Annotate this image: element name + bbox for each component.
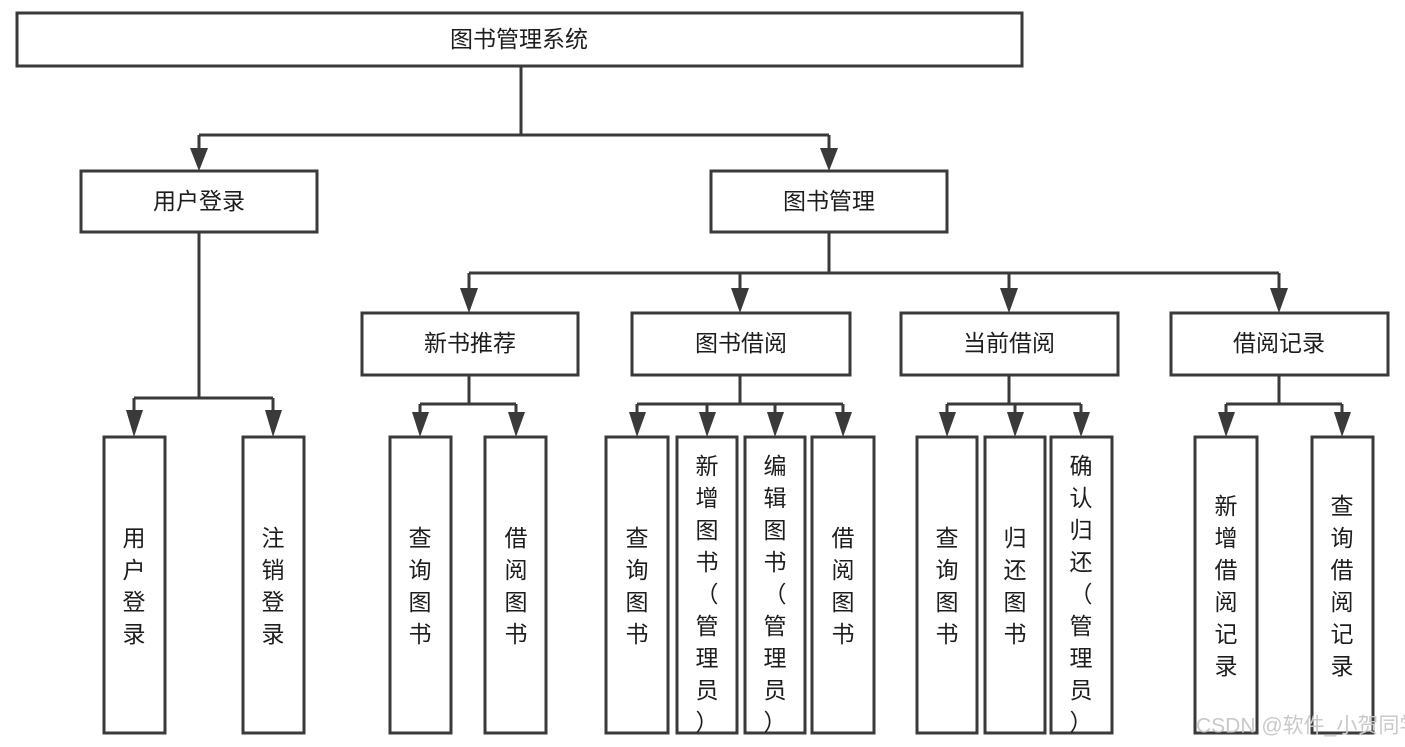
node-leaf-query-book-current-box[interactable] <box>915 435 979 735</box>
node-leaf-query-borrow-record[interactable]: 查询借阅记录 <box>1310 435 1375 735</box>
node-leaf-edit-book-admin-label: 编辑图书（管理员） <box>764 453 787 735</box>
arrow-head-book-borrow <box>731 288 749 313</box>
arrow-head-leaf-borrow-book <box>835 412 852 437</box>
node-borrow-record[interactable]: 借阅记录 <box>1169 311 1390 377</box>
node-book-management-box[interactable] <box>709 169 949 234</box>
arrow-head-leaf-add-borrow-record <box>1218 412 1235 437</box>
arrow-head-user-login <box>190 148 208 171</box>
node-book-borrow-label: 图书借阅 <box>695 330 787 356</box>
node-current-borrow-label: 当前借阅 <box>963 330 1055 356</box>
node-leaf-logout-login-label: 注销登录 <box>262 525 285 647</box>
node-book-management-label: 图书管理 <box>783 188 875 214</box>
node-current-borrow-box[interactable] <box>899 311 1120 377</box>
arrow-head-leaf-return-book <box>1007 412 1024 437</box>
node-leaf-add-book-admin[interactable]: 新增图书（管理员） <box>675 435 739 735</box>
node-leaf-borrow-book-label: 借阅图书 <box>832 525 855 647</box>
arrow-head-leaf-add-book-admin <box>699 412 716 437</box>
node-leaf-user-login-box[interactable] <box>102 435 167 735</box>
node-leaf-logout-login[interactable]: 注销登录 <box>241 435 306 735</box>
arrow-head-book-management <box>820 148 838 171</box>
node-borrow-record-box[interactable] <box>1169 311 1390 377</box>
node-root-box[interactable] <box>15 11 1024 68</box>
node-leaf-query-borrow-record-label: 查询借阅记录 <box>1331 493 1354 679</box>
node-leaf-add-borrow-record[interactable]: 新增借阅记录 <box>1193 435 1259 735</box>
node-leaf-query-book-borrow-label: 查询图书 <box>626 525 649 647</box>
arrow-head-new-book-recommend <box>460 288 478 313</box>
node-leaf-return-book-box[interactable] <box>983 435 1047 735</box>
node-leaf-borrow-book-new-label: 借阅图书 <box>505 525 528 647</box>
node-leaf-borrow-book-box[interactable] <box>810 435 876 735</box>
node-root-label: 图书管理系统 <box>450 26 588 52</box>
arrow-head-leaf-query-book-current <box>939 412 956 437</box>
arrow-head-current-borrow <box>1000 288 1018 313</box>
node-leaf-query-book-borrow-box[interactable] <box>604 435 670 735</box>
arrow-head-leaf-logout-login <box>265 410 282 437</box>
node-new-book-recommend[interactable]: 新书推荐 <box>360 311 580 377</box>
node-leaf-borrow-book-new-box[interactable] <box>483 435 548 735</box>
node-leaf-query-book-borrow[interactable]: 查询图书 <box>604 435 670 735</box>
node-leaf-query-book-new-label: 查询图书 <box>409 525 432 647</box>
node-root[interactable]: 图书管理系统 <box>15 11 1024 68</box>
node-leaf-borrow-book[interactable]: 借阅图书 <box>810 435 876 735</box>
arrow-head-leaf-borrow-book-new <box>508 412 525 437</box>
arrow-head-leaf-query-book-borrow <box>629 412 646 437</box>
arrow-head-leaf-edit-book-admin <box>767 412 784 437</box>
node-book-management[interactable]: 图书管理 <box>709 169 949 234</box>
node-leaf-add-book-admin-box[interactable] <box>675 435 739 735</box>
node-leaf-confirm-return-admin[interactable]: 确认归还（管理员） <box>1049 435 1114 735</box>
node-user-login-label: 用户登录 <box>153 188 245 214</box>
node-current-borrow[interactable]: 当前借阅 <box>899 311 1120 377</box>
node-new-book-recommend-label: 新书推荐 <box>424 330 516 356</box>
node-book-borrow[interactable]: 图书借阅 <box>630 311 852 377</box>
node-leaf-add-book-admin-label: 新增图书（管理员） <box>696 453 719 735</box>
node-leaf-user-login[interactable]: 用户登录 <box>102 435 167 735</box>
node-leaf-edit-book-admin-box[interactable] <box>743 435 807 735</box>
node-leaf-borrow-book-new[interactable]: 借阅图书 <box>483 435 548 735</box>
node-leaf-user-login-label: 用户登录 <box>123 525 146 647</box>
node-leaf-query-book-current-label: 查询图书 <box>936 525 959 647</box>
node-leaf-return-book[interactable]: 归还图书 <box>983 435 1047 735</box>
node-leaf-edit-book-admin[interactable]: 编辑图书（管理员） <box>743 435 807 735</box>
node-leaf-logout-login-box[interactable] <box>241 435 306 735</box>
node-book-borrow-box[interactable] <box>630 311 852 377</box>
arrow-head-leaf-query-borrow-record <box>1334 412 1351 437</box>
node-leaf-query-book-new[interactable]: 查询图书 <box>388 435 453 735</box>
node-leaf-query-book-current[interactable]: 查询图书 <box>915 435 979 735</box>
node-leaf-query-book-new-box[interactable] <box>388 435 453 735</box>
node-new-book-recommend-box[interactable] <box>360 311 580 377</box>
csdn-watermark: CSDN @软件_小贺同学 <box>1196 715 1405 738</box>
node-leaf-confirm-return-admin-label: 确认归还（管理员） <box>1070 453 1093 735</box>
arrow-head-leaf-user-login <box>126 410 143 437</box>
connector-layer <box>126 66 1351 437</box>
node-user-login-box[interactable] <box>79 169 319 234</box>
arrow-head-leaf-confirm-return-admin <box>1073 412 1090 437</box>
node-user-login[interactable]: 用户登录 <box>79 169 319 234</box>
node-leaf-query-borrow-record-box[interactable] <box>1310 435 1375 735</box>
arrow-head-leaf-query-book-new <box>412 412 429 437</box>
node-leaf-add-borrow-record-label: 新增借阅记录 <box>1215 493 1238 679</box>
leaf-nodes-layer: 用户登录 注销登录 查询图书 借阅图书 查询图书 新增图书（管理员） <box>102 435 1375 735</box>
arrow-head-borrow-record <box>1270 288 1288 313</box>
node-leaf-add-borrow-record-box[interactable] <box>1193 435 1259 735</box>
node-borrow-record-label: 借阅记录 <box>1233 330 1325 356</box>
node-leaf-return-book-label: 归还图书 <box>1004 525 1027 647</box>
node-leaf-confirm-return-admin-box[interactable] <box>1049 435 1114 735</box>
